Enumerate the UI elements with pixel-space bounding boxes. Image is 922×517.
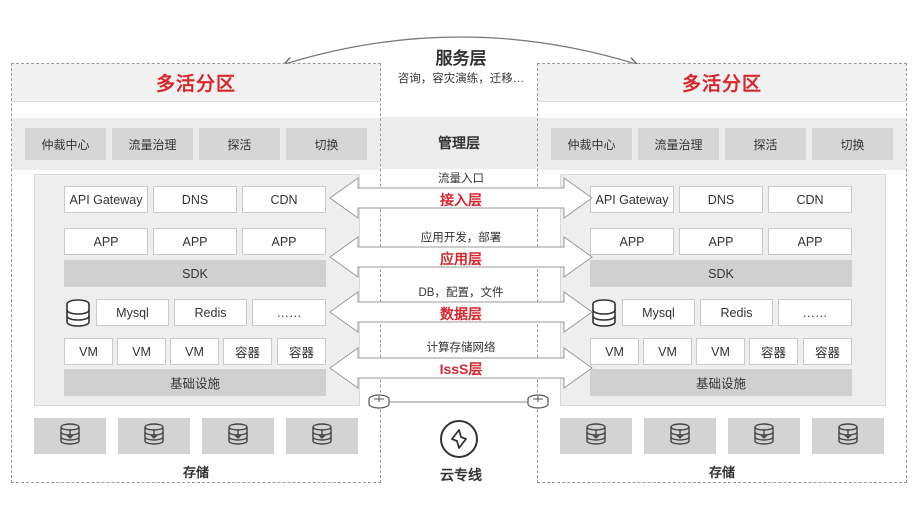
storage-drive-icon: [227, 422, 249, 450]
mgmt-button-arbitration[interactable]: 仲裁中心: [551, 128, 632, 160]
app-box: APP: [64, 228, 148, 255]
container-box: 容器: [749, 338, 798, 365]
sdk-bar: SDK: [64, 260, 326, 287]
storage-drive-box: [812, 418, 884, 454]
router-icon: [527, 394, 549, 409]
mgmt-button-traffic[interactable]: 流量治理: [112, 128, 193, 160]
zone-right-storage-row: [560, 418, 886, 454]
cdn-box: CDN: [768, 186, 852, 213]
infrastructure-bar: 基础设施: [64, 369, 326, 396]
storage-drive-icon: [143, 422, 165, 450]
redis-box: Redis: [174, 299, 247, 326]
dns-box: DNS: [679, 186, 763, 213]
management-layer-band: 管理层: [381, 117, 537, 169]
storage-drive-box: [560, 418, 632, 454]
storage-drive-icon: [669, 422, 691, 450]
storage-drive-box: [202, 418, 274, 454]
app-layer-arrow: [329, 236, 593, 278]
zone-right-title: 多活分区: [681, 74, 762, 95]
access-layer-arrow: [329, 177, 593, 219]
zone-right-mgmt-band: 仲裁中心 流量治理 探活 切换: [538, 118, 906, 170]
cloud-line-label: 云专线: [440, 467, 482, 483]
container-box: 容器: [277, 338, 326, 365]
vm-box: VM: [170, 338, 219, 365]
cloud-line-connection: [368, 394, 549, 409]
data-layer-name: 数据层: [440, 306, 482, 322]
app-box: APP: [153, 228, 237, 255]
zone-left: 多活分区 仲裁中心 流量治理 探活 切换 API Gateway DNS CDN…: [11, 63, 381, 483]
data-layer-caption: DB，配置，文件: [418, 287, 504, 299]
zone-left-mgmt-band: 仲裁中心 流量治理 探活 切换: [12, 118, 380, 170]
mgmt-button-arbitration[interactable]: 仲裁中心: [25, 128, 106, 160]
access-layer-name: 接入层: [440, 192, 482, 208]
cdn-box: CDN: [242, 186, 326, 213]
service-layer-subtitle: 咨询，容灾演练，迁移…: [397, 73, 525, 85]
app-box: APP: [590, 228, 674, 255]
mgmt-button-switch[interactable]: 切换: [286, 128, 367, 160]
zone-left-storage-label: 存储: [182, 465, 209, 480]
app-layer-caption: 应用开发，部署: [420, 232, 502, 244]
vm-box: VM: [643, 338, 692, 365]
mysql-box: Mysql: [96, 299, 169, 326]
zone-left-storage-row: [34, 418, 360, 454]
dns-box: DNS: [153, 186, 237, 213]
mgmt-button-probe[interactable]: 探活: [725, 128, 806, 160]
iaas-layer-caption: 计算存储网络: [426, 342, 496, 354]
storage-drive-box: [34, 418, 106, 454]
storage-drive-box: [728, 418, 800, 454]
zone-left-header: 多活分区: [12, 64, 380, 102]
vm-box: VM: [64, 338, 113, 365]
app-box: APP: [242, 228, 326, 255]
storage-drive-box: [644, 418, 716, 454]
redis-box: Redis: [700, 299, 773, 326]
iaas-layer-arrow: [329, 347, 593, 389]
service-layer-title: 服务层: [435, 49, 487, 68]
api-gateway-box: API Gateway: [590, 186, 674, 213]
storage-drive-box: [118, 418, 190, 454]
zone-left-stack: API Gateway DNS CDN APP APP APP SDK Mysq…: [34, 174, 360, 406]
mgmt-button-switch[interactable]: 切换: [812, 128, 893, 160]
management-layer-title: 管理层: [438, 135, 480, 151]
app-box: APP: [768, 228, 852, 255]
zone-left-title: 多活分区: [155, 74, 236, 95]
container-box: 容器: [803, 338, 852, 365]
mysql-box: Mysql: [622, 299, 695, 326]
more-box: ……: [778, 299, 852, 326]
mgmt-button-traffic[interactable]: 流量治理: [638, 128, 719, 160]
zone-right-stack: API Gateway DNS CDN APP APP APP SDK Mysq…: [560, 174, 886, 406]
access-layer-caption: 流量入口: [438, 173, 484, 185]
storage-drive-icon: [311, 422, 333, 450]
storage-drive-icon: [753, 422, 775, 450]
database-icon: [591, 299, 617, 327]
router-icon: [368, 394, 390, 409]
iaas-layer-name: IssS层: [439, 361, 483, 377]
vm-box: VM: [117, 338, 166, 365]
vm-box: VM: [590, 338, 639, 365]
infrastructure-bar: 基础设施: [590, 369, 852, 396]
zone-right: 多活分区 仲裁中心 流量治理 探活 切换 API Gateway DNS CDN…: [537, 63, 907, 483]
storage-drive-box: [286, 418, 358, 454]
mgmt-button-probe[interactable]: 探活: [199, 128, 280, 160]
layer-arrows: [329, 177, 593, 389]
sdk-bar: SDK: [590, 260, 852, 287]
container-box: 容器: [223, 338, 272, 365]
vm-box: VM: [696, 338, 745, 365]
database-icon: [65, 299, 91, 327]
app-layer-name: 应用层: [440, 251, 482, 267]
more-box: ……: [252, 299, 326, 326]
zone-right-storage-label: 存储: [708, 465, 735, 480]
app-box: APP: [679, 228, 763, 255]
cloud-line-icon: [439, 419, 479, 459]
storage-drive-icon: [837, 422, 859, 450]
zone-right-header: 多活分区: [538, 64, 906, 102]
data-layer-arrow: [329, 291, 593, 333]
storage-drive-icon: [585, 422, 607, 450]
service-arc-arrow: [0, 36, 922, 80]
storage-drive-icon: [59, 422, 81, 450]
api-gateway-box: API Gateway: [64, 186, 148, 213]
